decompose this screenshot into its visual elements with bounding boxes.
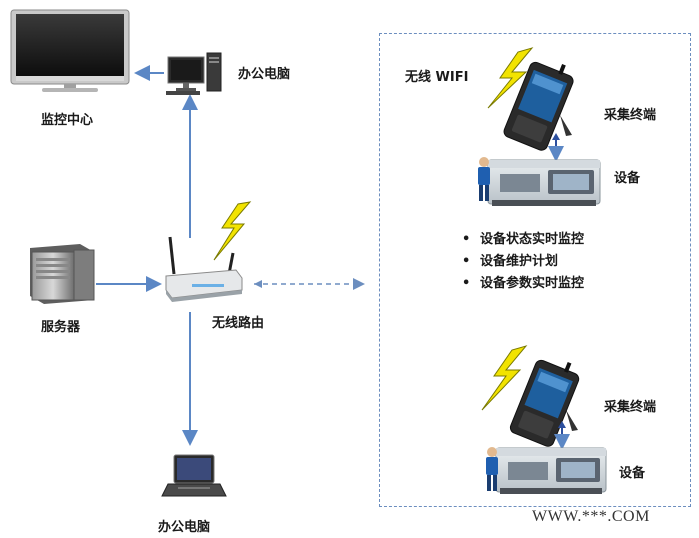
label-device-1: 设备 (614, 171, 641, 186)
lightning-wifi-top-icon (487, 47, 534, 109)
bullet-dot: • (462, 254, 471, 269)
function-text: 设备维护计划 (480, 254, 559, 269)
label-router: 无线路由 (212, 316, 265, 331)
machine-device-1-icon (487, 159, 601, 206)
router-icon (165, 236, 243, 302)
function-text: 设备参数实时监控 (480, 276, 585, 291)
arrow-terminal1-device (548, 133, 564, 162)
label-terminal-1: 采集终端 (604, 108, 657, 123)
label-office-pc-bottom: 办公电脑 (158, 520, 211, 535)
function-list: • 设备状态实时监控 • 设备维护计划 • 设备参数实时监控 (462, 229, 584, 295)
label-server: 服务器 (41, 320, 81, 335)
function-item: • 设备参数实时监控 (462, 273, 584, 295)
office-laptop-icon (161, 454, 227, 497)
terminal-2-stand-icon (566, 410, 578, 431)
function-text: 设备状态实时监控 (480, 232, 585, 247)
bullet-dot: • (462, 232, 471, 247)
lightning-wifi-bottom-icon (481, 345, 528, 411)
label-device-2: 设备 (619, 466, 646, 481)
function-item: • 设备维护计划 (462, 251, 584, 273)
label-office-pc-top: 办公电脑 (238, 67, 291, 82)
office-pc-top-icon (166, 52, 222, 95)
monitoring-tv-icon (10, 9, 130, 92)
label-wireless-wifi: 无线 WIFI (405, 70, 469, 85)
operator-2-icon (486, 447, 498, 491)
handheld-terminal-1-icon (503, 61, 574, 151)
arrow-terminal2-device (554, 421, 570, 450)
label-terminal-2: 采集终端 (604, 400, 657, 415)
function-item: • 设备状态实时监控 (462, 229, 584, 251)
dashed-link-router-zone (254, 278, 365, 290)
machine-device-2-icon (495, 447, 607, 494)
terminal-1-stand-icon (560, 115, 572, 136)
bullet-dot: • (462, 276, 471, 291)
lightning-router-icon (213, 201, 252, 261)
field-zone-border (379, 33, 691, 507)
handheld-terminal-2-icon (509, 359, 580, 447)
watermark-text: WWW.***.COM (532, 508, 650, 525)
operator-1-icon (478, 157, 490, 201)
label-monitoring-center: 监控中心 (41, 113, 94, 128)
server-icon (30, 244, 95, 304)
